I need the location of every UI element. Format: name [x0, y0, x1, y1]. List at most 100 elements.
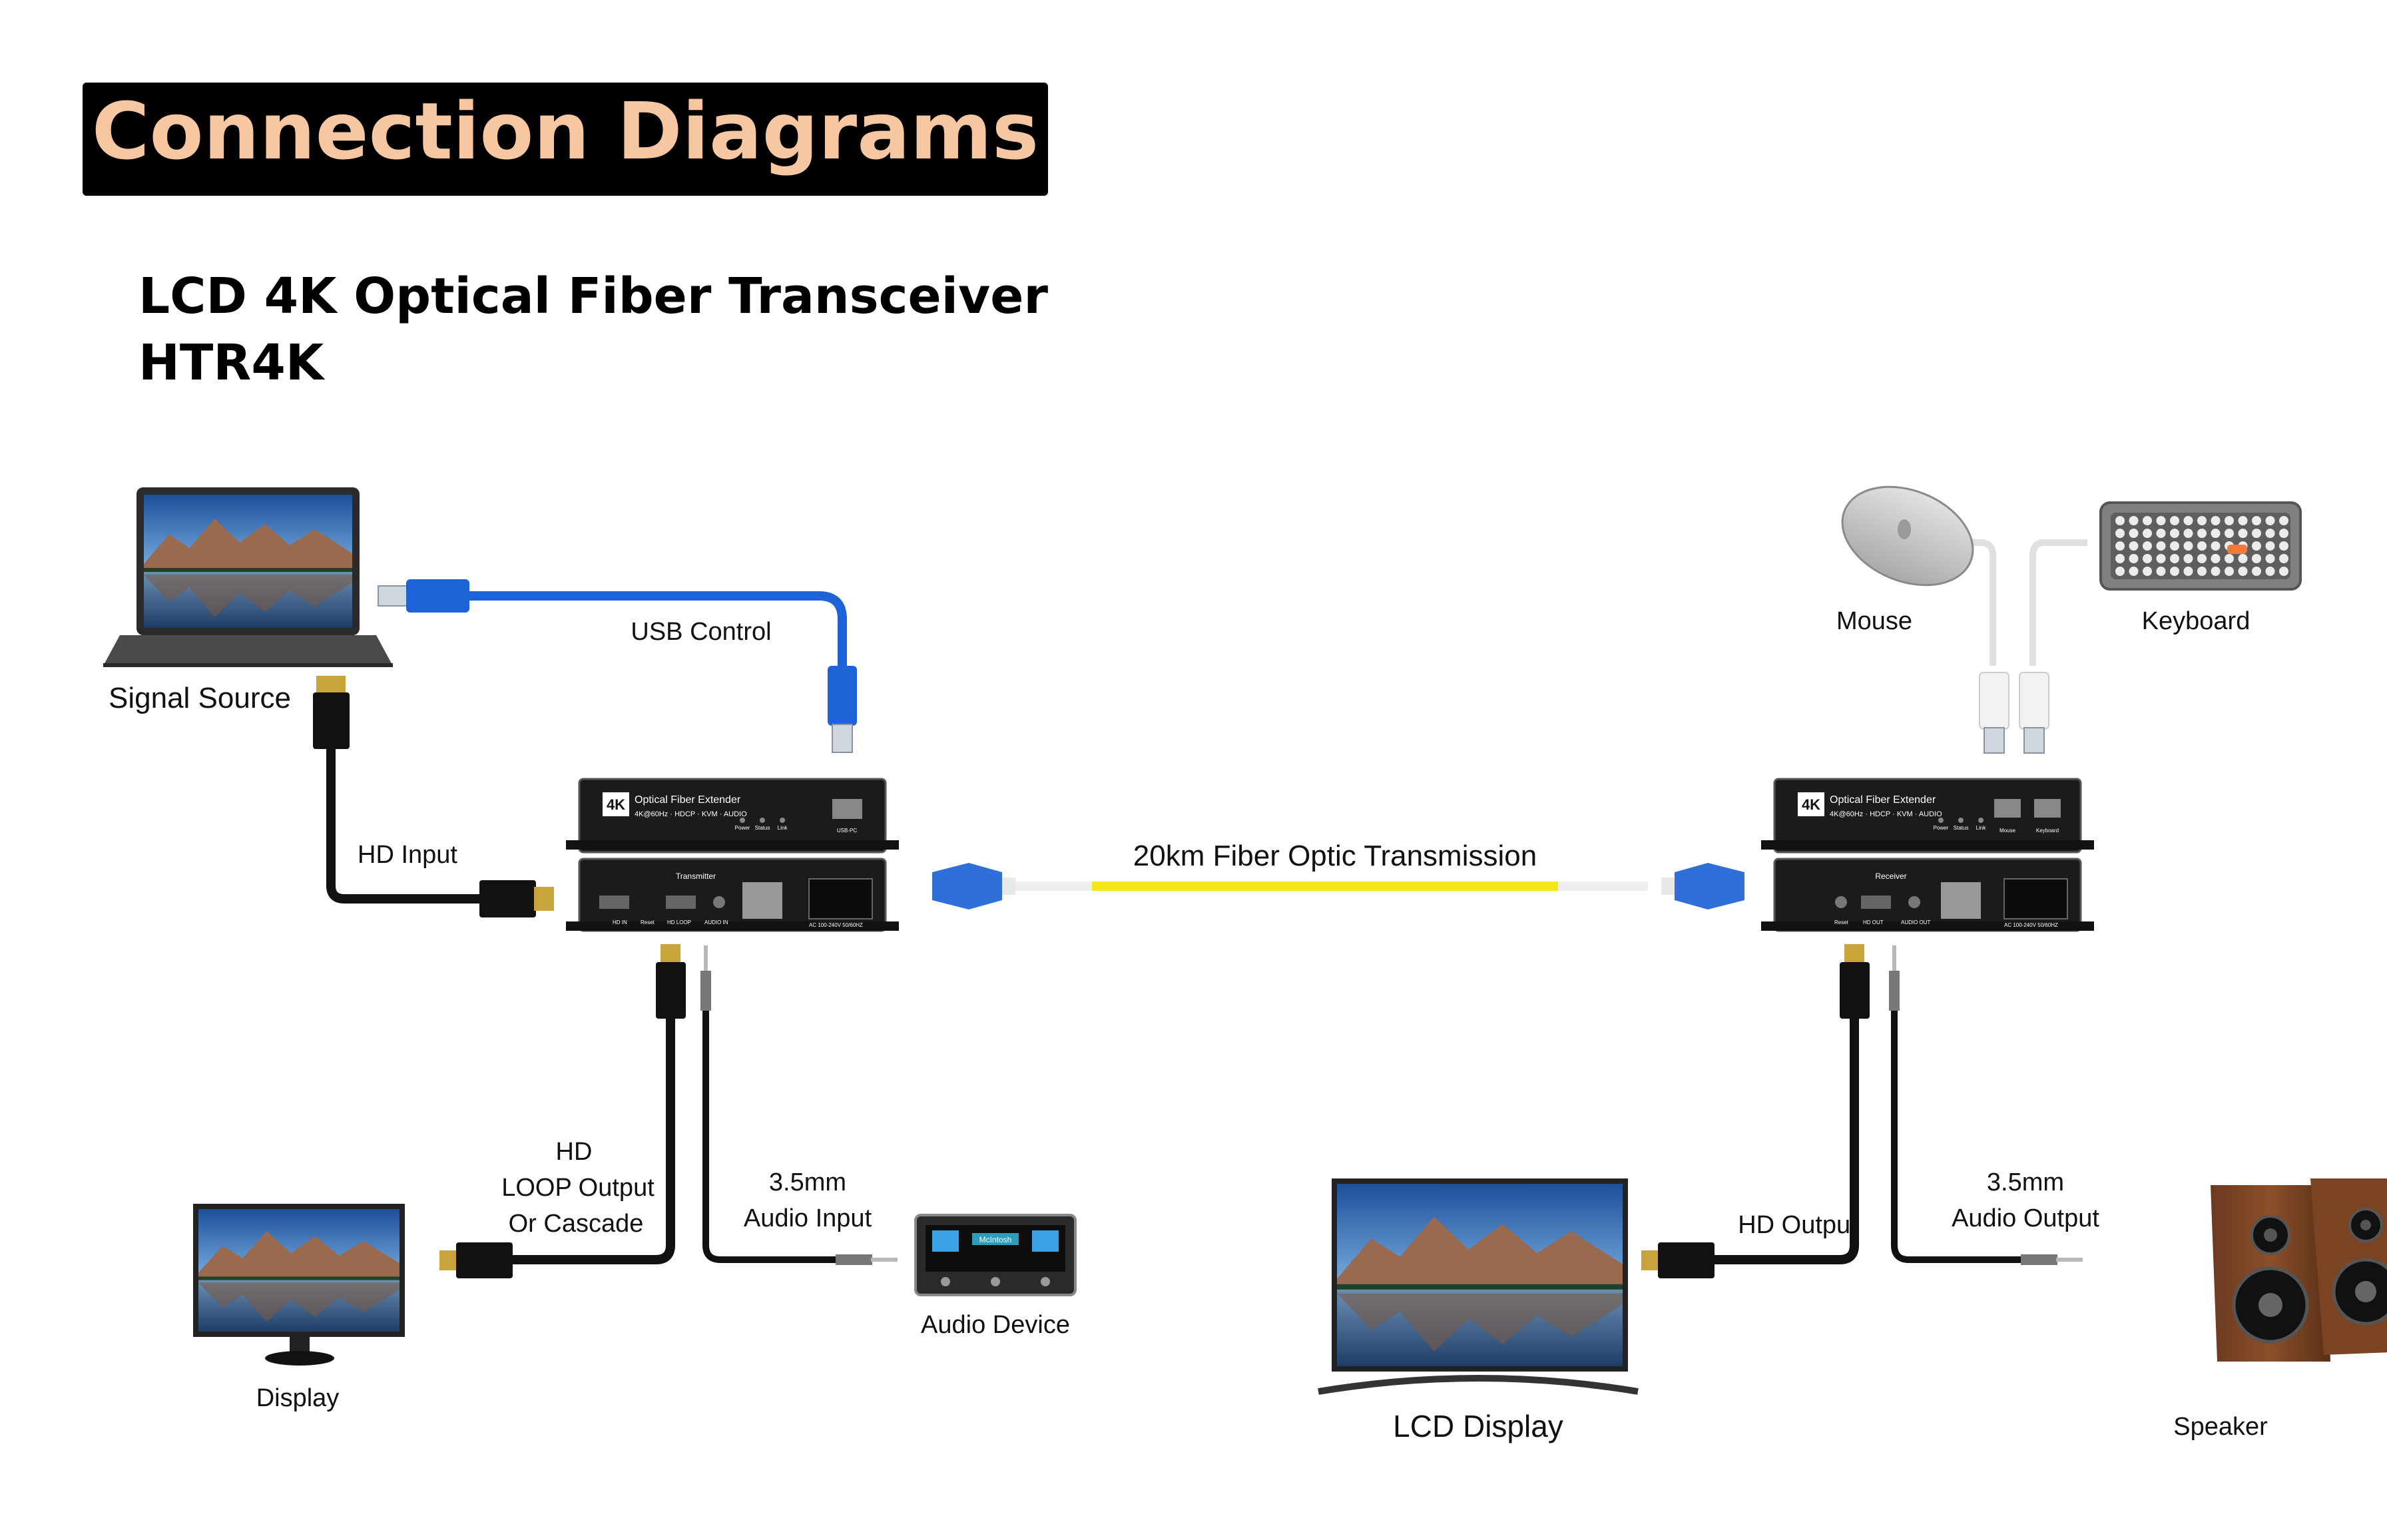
usb-control-cable [461, 591, 847, 677]
usb-plug-icon [378, 579, 469, 613]
loop-label-line1: HD [556, 1138, 593, 1166]
rx-power-label: AC 100-240V 50/60HZ [2004, 922, 2058, 928]
tx-led-link: Link [778, 825, 788, 831]
keyboard-key [2115, 541, 2125, 551]
loop-label-line2: LOOP Output [501, 1174, 655, 1202]
keyboard-key [2279, 554, 2288, 563]
keyboard-key [2265, 541, 2275, 551]
tx-port-reset: Reset [641, 919, 655, 925]
tx-badge: 4K [607, 796, 625, 813]
keyboard-key [2129, 541, 2139, 551]
laptop-icon [103, 487, 393, 667]
rx-panel-label: Receiver [1875, 872, 1906, 881]
rx-brand: Optical Fiber Extender [1830, 794, 1936, 806]
product-model: HTR4K [138, 334, 326, 391]
keyboard-key [2225, 516, 2234, 525]
keyboard-key [2279, 516, 2288, 525]
keyboard-key [2265, 567, 2275, 576]
usb-plug-icon [2019, 672, 2049, 754]
audio-input-label-line1: 3.5mm [769, 1168, 846, 1196]
keyboard-key [2252, 516, 2261, 525]
audio-output-label-line2: Audio Output [1952, 1204, 2099, 1232]
keyboard-key [2225, 554, 2234, 563]
keyboard-key [2225, 529, 2234, 538]
keyboard-key [2252, 567, 2261, 576]
hd-loop-cable [506, 1005, 675, 1264]
lc-connector-icon [932, 863, 1015, 909]
tx-features: 4K@60Hz · HDCP · KVM · AUDIO [635, 810, 747, 818]
keyboard-key [2183, 516, 2193, 525]
tx-brand: Optical Fiber Extender [635, 794, 741, 806]
keyboard-key [2156, 529, 2166, 538]
rx-port-hd-out: HD OUT [1863, 919, 1884, 925]
keyboard-key [2238, 567, 2248, 576]
keyboard-key [2170, 554, 2179, 563]
rx-usb-keyboard-label: Keyboard [2036, 828, 2059, 834]
hdmi-plug-icon [656, 944, 686, 1019]
hd-output-label: HD Output [1738, 1211, 1858, 1239]
keyboard-key [2115, 529, 2125, 538]
monitor-icon [193, 1204, 405, 1366]
keyboard-key [2265, 554, 2275, 563]
keyboard-key [2143, 516, 2152, 525]
keyboard-key [2252, 529, 2261, 538]
rx-port-audio-out: AUDIO OUT [1901, 919, 1931, 925]
mouse-cable [1941, 539, 1996, 666]
keyboard-key [2183, 529, 2193, 538]
keyboard-key [2197, 529, 2207, 538]
audio-device-label: Audio Device [921, 1311, 1070, 1339]
keyboard-key [2143, 529, 2152, 538]
audio-output-label-line1: 3.5mm [1987, 1168, 2064, 1196]
tx-power-label: AC 100-240V 50/60HZ [809, 922, 863, 928]
signal-source-label: Signal Source [109, 682, 291, 714]
rx-features: 4K@60Hz · HDCP · KVM · AUDIO [1830, 810, 1942, 818]
keyboard-key [2115, 567, 2125, 576]
keyboard-key [2279, 567, 2288, 576]
keyboard-key [2252, 541, 2261, 551]
keyboard-key [2265, 529, 2275, 538]
mouse-icon [1841, 485, 1974, 587]
fiber-label: 20km Fiber Optic Transmission [1133, 840, 1537, 872]
keyboard-key [2211, 541, 2221, 551]
amplifier-icon [914, 1214, 1077, 1296]
page-title: Connection Diagrams [92, 85, 1039, 177]
rx-usb-port-keyboard [2034, 799, 2061, 818]
rx-usb-mouse-label: Mouse [1999, 828, 2016, 834]
audio-jack-icon [2021, 1254, 2083, 1265]
audio-output-cable [1891, 1002, 2024, 1263]
tx-usb-port [832, 799, 862, 819]
lcd-display-label: LCD Display [1393, 1409, 1563, 1443]
rx-port-reset: Reset [1834, 919, 1849, 925]
keyboard-key [2279, 541, 2288, 551]
rx-usb-port-mouse [1994, 799, 2021, 818]
keyboard-key [2238, 554, 2248, 563]
keyboard-key [2211, 554, 2221, 563]
hdmi-plug-icon [439, 1242, 513, 1278]
keyboard-key [2129, 529, 2139, 538]
lc-connector-icon [1661, 863, 1744, 909]
keyboard-key [2170, 529, 2179, 538]
product-name: LCD 4K Optical Fiber Transceiver [138, 268, 1048, 325]
tx-panel-label: Transmitter [676, 872, 716, 881]
rx-badge: 4K [1802, 796, 1820, 813]
keyboard-cable [2029, 539, 2087, 666]
tx-port-audio-in: AUDIO IN [704, 919, 728, 925]
keyboard-key [2170, 567, 2179, 576]
keyboard-key [2279, 529, 2288, 538]
tx-port-loop: HD LOOP [667, 919, 691, 925]
tx-led-power: Power [735, 825, 750, 831]
keyboard-key [2156, 516, 2166, 525]
keyboard-key [2170, 541, 2179, 551]
keyboard-key [2211, 516, 2221, 525]
audio-jack-icon [836, 1254, 898, 1265]
tx-port-hd-in: HD IN [613, 919, 627, 925]
keyboard-key [2197, 567, 2207, 576]
keyboard-key [2265, 516, 2275, 525]
audio-input-label-line2: Audio Input [744, 1204, 872, 1232]
keyboard-key [2183, 567, 2193, 576]
audio-jack-icon [1889, 945, 1900, 1011]
hdmi-plug-icon [1840, 944, 1870, 1019]
mouse-label: Mouse [1836, 607, 1912, 635]
keyboard-key [2170, 516, 2179, 525]
receiver-device: 4K Optical Fiber Extender 4K@60Hz · HDCP… [1761, 778, 2094, 932]
